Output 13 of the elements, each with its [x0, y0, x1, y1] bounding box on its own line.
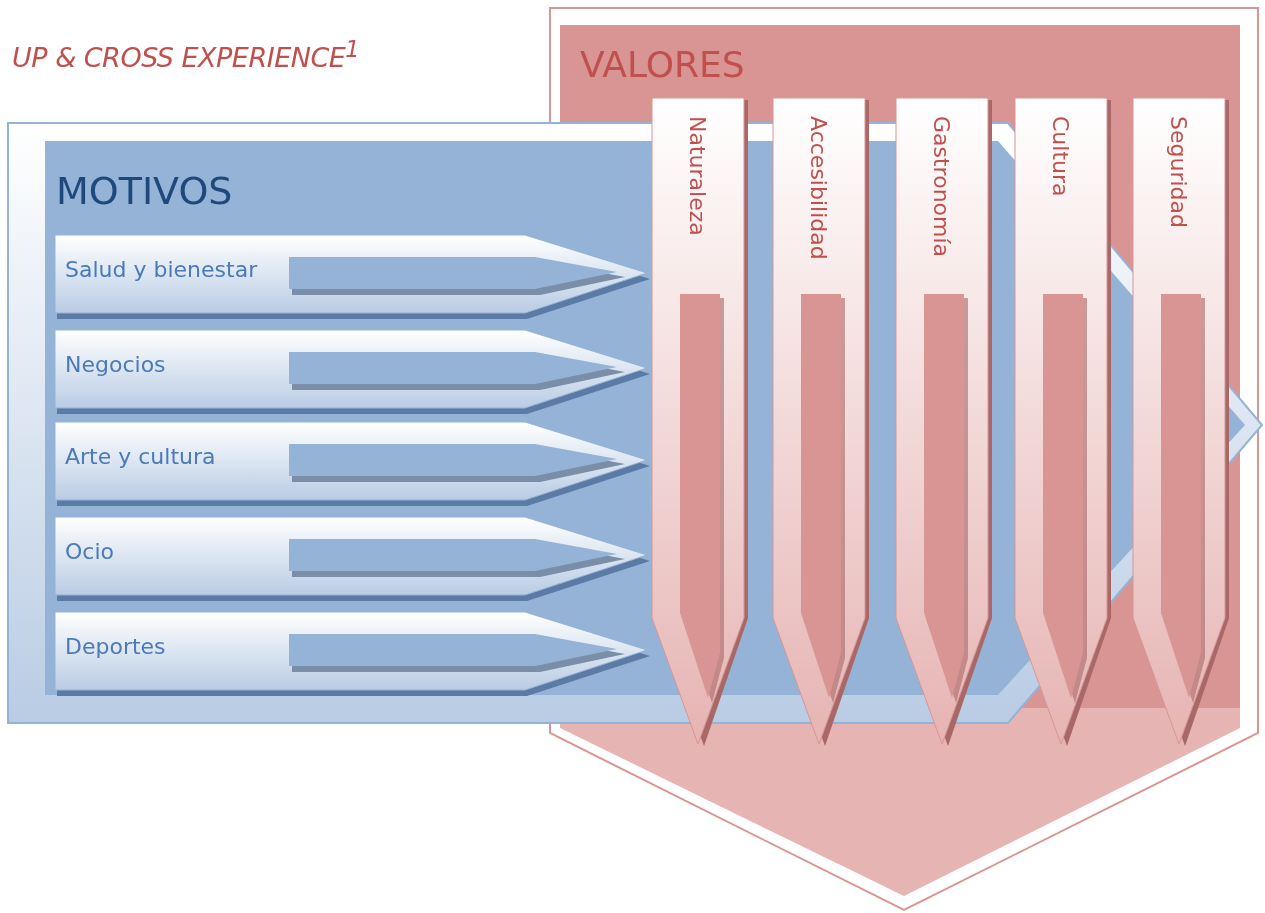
- panel-heading: MOTIVOS: [56, 169, 233, 213]
- band-heading: VALORES: [580, 44, 745, 85]
- arrow-label: Seguridad: [1167, 116, 1189, 228]
- arrow-label: Deportes: [65, 634, 166, 659]
- arrow-label: Salud y bienestar: [65, 257, 258, 282]
- arrow-label: Cultura: [1049, 116, 1071, 197]
- diagram-title: UP & CROSS EXPERIENCE$^{1}$: [12, 36, 360, 73]
- arrow-label: Ocio: [65, 539, 114, 564]
- arrow-label: Naturaleza: [686, 116, 708, 236]
- arrow-label: Negocios: [65, 352, 166, 377]
- arrow-label: Arte y cultura: [65, 444, 216, 469]
- arrow-label: Accesibilidad: [807, 116, 829, 260]
- arrow-label: Gastronomía: [930, 116, 952, 258]
